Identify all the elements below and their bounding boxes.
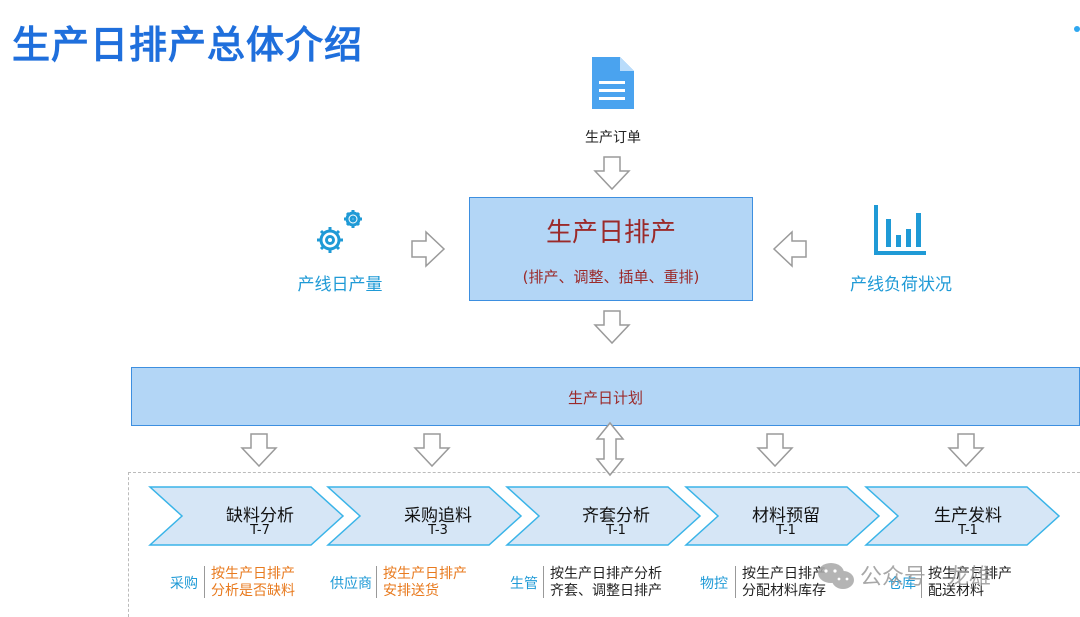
desc-5: 按生产日排产 配送材料 — [928, 566, 1038, 600]
desc-1-line1: 按生产日排产 — [211, 566, 295, 582]
steps-area — [128, 472, 1080, 617]
step-shape-1 — [148, 486, 345, 546]
step-time-4: T-1 — [776, 523, 796, 538]
page-title: 生产日排产总体介绍 — [12, 23, 364, 67]
arrow-step-2 — [414, 433, 450, 467]
center-subtitle: (排产、调整、插单、重排) — [522, 268, 700, 286]
watermark-text: 公众号 · 龙雄 — [860, 565, 991, 590]
arrow-step-5 — [948, 433, 984, 467]
step-name-2: 采购追料 — [404, 506, 472, 526]
arrow-step-4 — [757, 433, 793, 467]
step-shape-2 — [326, 486, 523, 546]
arrow-order-down — [594, 156, 630, 190]
desc-3-line1: 按生产日排产分析 — [550, 566, 662, 582]
desc-4: 按生产日排产 分配材料库存 — [742, 566, 852, 600]
desc-2-line2: 安排送货 — [383, 583, 439, 599]
step-name-4: 材料预留 — [752, 506, 820, 526]
step-time-3: T-1 — [606, 523, 626, 538]
desc-2-line1: 按生产日排产 — [383, 566, 467, 582]
step-time-2: T-3 — [428, 523, 448, 538]
divider-1 — [204, 566, 205, 598]
divider-5 — [921, 566, 922, 598]
arrow-left-in — [411, 231, 445, 267]
desc-3-line2: 齐套、调整日排产 — [550, 583, 662, 599]
step-shape-5 — [864, 486, 1061, 546]
gears-icon — [317, 210, 362, 253]
desc-4-line2: 分配材料库存 — [742, 583, 826, 599]
desc-4-line1: 按生产日排产 — [742, 566, 826, 582]
step-shape-4 — [684, 486, 881, 546]
bar-chart-icon — [874, 205, 926, 255]
role-2: 供应商 — [330, 576, 372, 592]
role-5: 仓库 — [888, 576, 916, 592]
line-load-label: 产线负荷状况 — [850, 275, 952, 295]
role-4: 物控 — [700, 576, 728, 592]
arrow-right-in — [773, 231, 807, 267]
desc-3: 按生产日排产分析 齐套、调整日排产 — [550, 566, 680, 600]
wechat-icon — [818, 563, 854, 589]
desc-1: 按生产日排产 分析是否缺料 — [211, 566, 321, 600]
step-time-1: T-7 — [250, 523, 270, 538]
order-label: 生产订单 — [585, 130, 641, 146]
plan-label: 生产日计划 — [567, 389, 643, 407]
role-1: 采购 — [170, 576, 198, 592]
role-3: 生管 — [510, 576, 538, 592]
step-name-5: 生产发料 — [934, 506, 1002, 526]
daily-scheduling-box: 生产日排产 (排产、调整、插单、重排) — [469, 197, 753, 301]
arrow-center-down — [594, 310, 630, 344]
step-name-3: 齐套分析 — [582, 506, 650, 526]
desc-2: 按生产日排产 安排送货 — [383, 566, 493, 600]
divider-3 — [543, 566, 544, 598]
desc-1-line2: 分析是否缺料 — [211, 583, 295, 599]
desc-5-line1: 按生产日排产 — [928, 566, 1012, 582]
desc-5-line2: 配送材料 — [928, 583, 984, 599]
arrow-step-1 — [241, 433, 277, 467]
divider-4 — [735, 566, 736, 598]
step-shape-3 — [505, 486, 702, 546]
step-time-5: T-1 — [958, 523, 978, 538]
step-name-1: 缺料分析 — [226, 506, 294, 526]
arrow-step-3-bidirectional — [596, 422, 624, 476]
center-title: 生产日排产 — [545, 218, 676, 248]
daily-plan-bar: 生产日计划 — [131, 367, 1080, 426]
line-output-label: 产线日产量 — [297, 275, 383, 295]
document-icon — [592, 57, 634, 109]
corner-dot — [1074, 26, 1080, 32]
divider-2 — [376, 566, 377, 598]
